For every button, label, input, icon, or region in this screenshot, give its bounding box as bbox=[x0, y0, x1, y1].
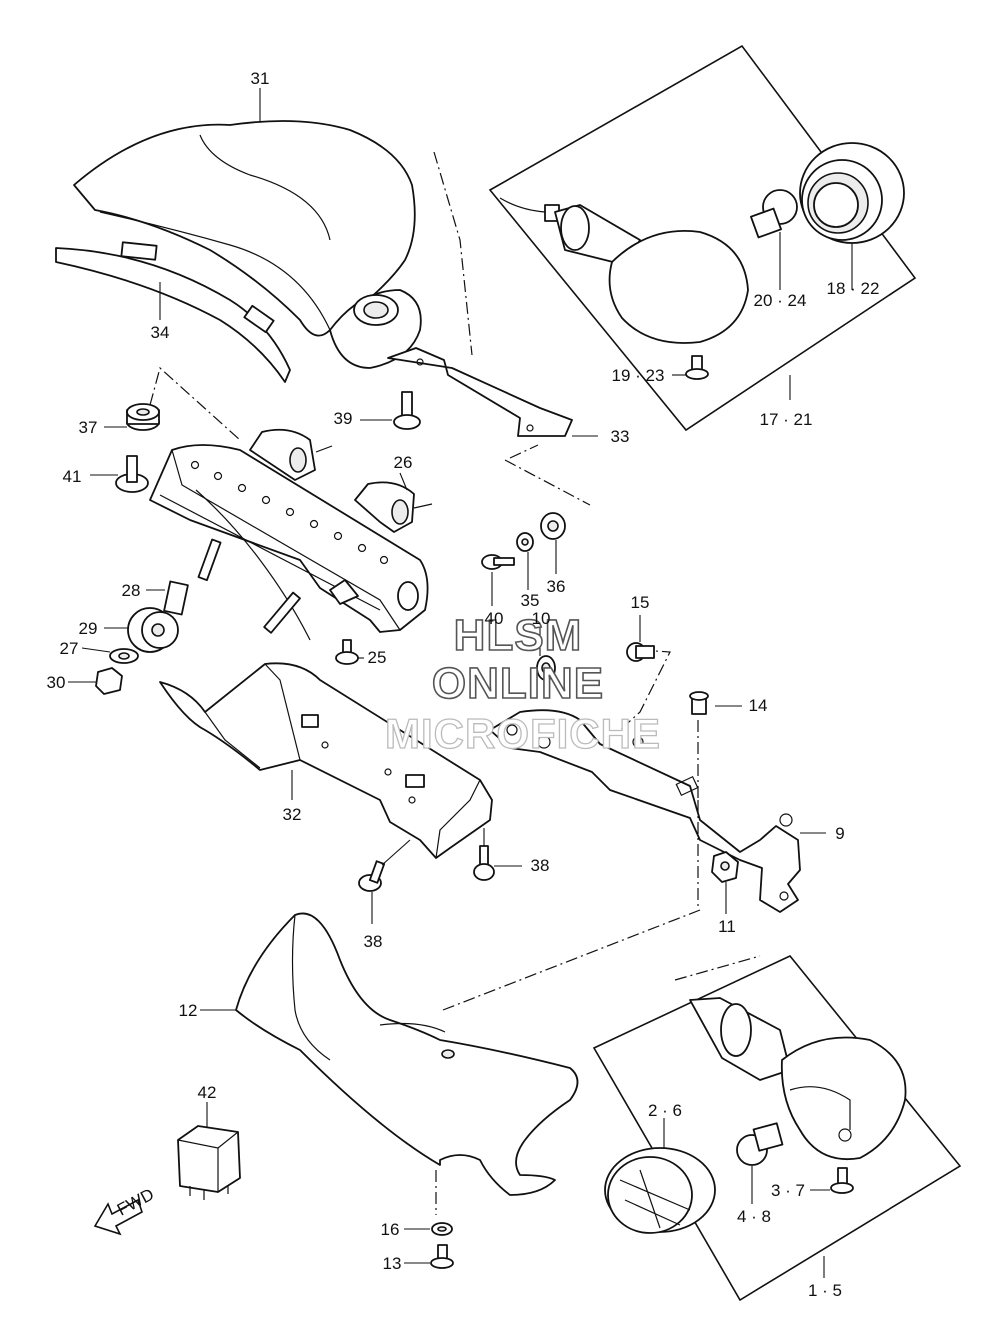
callout-32: 32 bbox=[283, 805, 302, 824]
callout-1-5: 1 · 5 bbox=[808, 1281, 842, 1300]
bolt-39 bbox=[360, 391, 421, 430]
grommet-37 bbox=[104, 366, 241, 441]
screw-40 bbox=[481, 554, 515, 606]
collar-10 bbox=[536, 628, 556, 681]
callout-9: 9 bbox=[835, 824, 844, 843]
screw-13 bbox=[404, 1244, 454, 1269]
callout-16: 16 bbox=[381, 1220, 400, 1239]
callout-39: 39 bbox=[334, 409, 353, 428]
nut-14 bbox=[689, 691, 742, 715]
forward-direction-arrow-icon bbox=[93, 1198, 143, 1236]
watermark-line-3: MICROFICHE bbox=[385, 710, 661, 757]
callout-3-7: 3 · 7 bbox=[771, 1181, 805, 1200]
callout-4-8: 4 · 8 bbox=[737, 1207, 771, 1226]
bolt-41 bbox=[90, 455, 149, 493]
signal-bracket-body bbox=[489, 709, 801, 913]
front-signal-housing bbox=[780, 1036, 907, 1160]
callout-37: 37 bbox=[79, 418, 98, 437]
callout-35: 35 bbox=[521, 591, 540, 610]
garnish-strip bbox=[55, 241, 291, 383]
callout-29: 29 bbox=[79, 619, 98, 638]
rear-signal-socket-rim bbox=[799, 142, 905, 290]
stud-bolt-28 bbox=[146, 538, 301, 634]
watermark-line-2: ONLINE bbox=[432, 659, 604, 708]
callout-15: 15 bbox=[631, 593, 650, 612]
rear-signal-wire bbox=[499, 197, 546, 213]
callout-42: 42 bbox=[198, 1083, 217, 1102]
callout-19-23: 19 · 23 bbox=[612, 366, 665, 385]
watermark: HLSM ONLINE MICROFICHE bbox=[384, 610, 661, 757]
bracket-main-plate bbox=[149, 444, 429, 633]
turn-signal-bracket-9 bbox=[489, 649, 826, 913]
callout-14: 14 bbox=[749, 696, 768, 715]
callout-25: 25 bbox=[368, 648, 387, 667]
rear-signal-screw bbox=[672, 355, 709, 380]
clip-38-left bbox=[358, 839, 411, 924]
callout-41: 41 bbox=[63, 467, 82, 486]
callout-40: 40 bbox=[485, 609, 504, 628]
clip-38-right bbox=[473, 828, 522, 881]
washer-27 bbox=[81, 647, 139, 664]
callout-34: 34 bbox=[151, 323, 170, 342]
washer-16 bbox=[404, 1222, 453, 1236]
callout-12: 12 bbox=[179, 1001, 198, 1020]
callout-30: 30 bbox=[47, 673, 66, 692]
callout-18-22: 18 · 22 bbox=[827, 279, 880, 298]
fender-cover-body bbox=[235, 912, 579, 1196]
rear-turn-signal-group bbox=[433, 44, 917, 432]
front-signal-lens bbox=[604, 1118, 716, 1234]
bracket-stud-clip bbox=[329, 579, 359, 605]
callout-36: 36 bbox=[547, 577, 566, 596]
callout-2-6: 2 · 6 bbox=[648, 1101, 682, 1120]
tail-light-bracket bbox=[149, 428, 433, 641]
rear-signal-box-outline bbox=[488, 44, 917, 432]
fender-bracket-body bbox=[159, 662, 493, 859]
callout-13: 13 bbox=[383, 1254, 402, 1273]
callout-28: 28 bbox=[122, 581, 141, 600]
fender-bracket-32 bbox=[159, 662, 493, 859]
lamp-bracket-body bbox=[387, 347, 573, 437]
bracket-holes bbox=[190, 460, 389, 565]
nut-11 bbox=[711, 851, 739, 914]
nut-30 bbox=[68, 667, 123, 695]
callout-labels: 31 34 37 41 39 33 26 28 29 27 30 25 40 3… bbox=[47, 69, 880, 1300]
relay-42 bbox=[177, 1102, 241, 1200]
callout-38-left: 38 bbox=[364, 932, 383, 951]
callout-38-right: 38 bbox=[531, 856, 550, 875]
front-turn-signal-group bbox=[592, 955, 962, 1302]
garnish-strip-body bbox=[55, 247, 291, 383]
bolt-15 bbox=[626, 615, 655, 662]
rubber-damper-29 bbox=[104, 607, 179, 653]
front-signal-bulb bbox=[736, 1122, 784, 1204]
callout-17-21: 17 · 21 bbox=[760, 410, 813, 429]
tail-cover-shell bbox=[73, 120, 416, 337]
rear-signal-bulb bbox=[750, 189, 798, 290]
callout-10: 10 bbox=[532, 609, 551, 628]
callout-11: 11 bbox=[718, 917, 736, 936]
collar-36 bbox=[540, 512, 566, 574]
tail-cover bbox=[73, 88, 422, 369]
callout-20-24: 20 · 24 bbox=[754, 291, 807, 310]
lamp-bracket-33 bbox=[387, 347, 598, 506]
bolt-25 bbox=[335, 639, 364, 665]
front-signal-screw bbox=[810, 1167, 854, 1194]
washer-35 bbox=[516, 532, 534, 590]
callout-26: 26 bbox=[394, 453, 413, 472]
callout-33: 33 bbox=[611, 427, 630, 446]
rear-signal-pointer-line bbox=[433, 151, 473, 356]
rear-fender-cover-12 bbox=[200, 800, 701, 1215]
callout-27: 27 bbox=[60, 639, 79, 658]
watermark-line-1: HLSM bbox=[454, 611, 583, 660]
callout-31: 31 bbox=[251, 69, 270, 88]
rear-signal-lens-housing bbox=[608, 230, 749, 344]
rear-signal-stem-ring bbox=[560, 205, 590, 251]
